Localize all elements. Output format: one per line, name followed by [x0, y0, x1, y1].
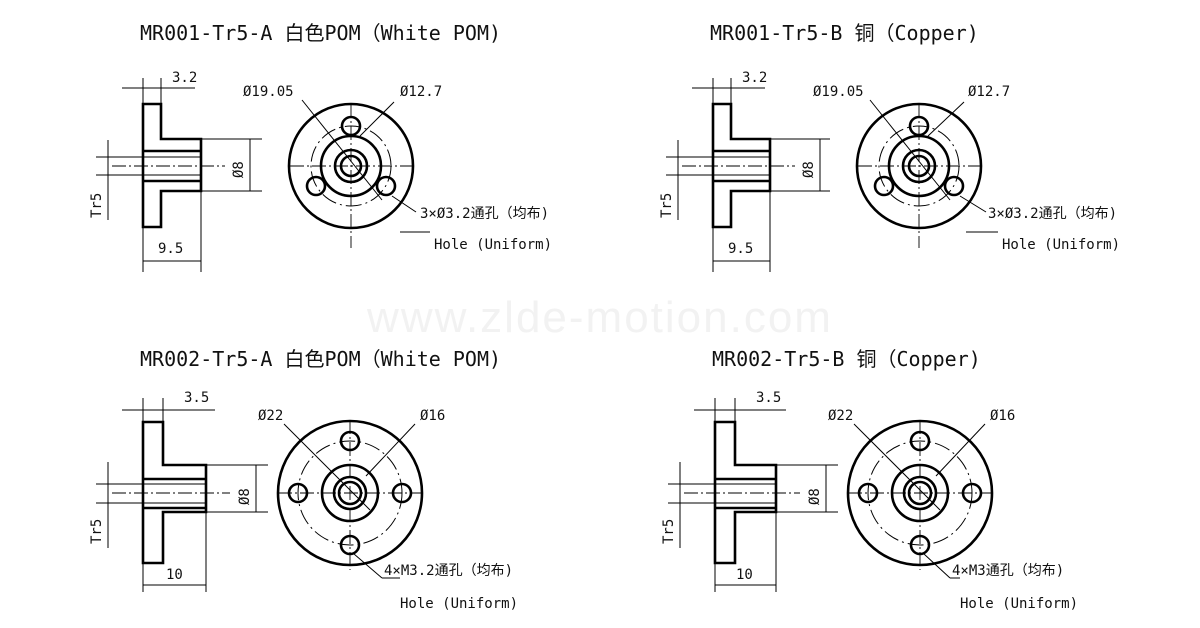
side-view	[666, 78, 830, 272]
dim-flange-thickness: 3.5	[756, 390, 781, 406]
panel-mr001-b: MR001-Tr5-B 铜（Copper) 3.2 9.5 Tr5 Ø8	[659, 21, 1120, 272]
dim-thread: Tr5	[89, 193, 105, 218]
hole-note: 4×M3.2通孔（均布)	[384, 563, 513, 579]
hole-note: 4×M3通孔（均布)	[952, 563, 1064, 579]
side-view	[96, 78, 262, 272]
panel-mr001-a: MR001-Tr5-A 白色POM（White POM) 3.2	[89, 21, 552, 272]
hole-note: 3×Ø3.2通孔（均布)	[988, 206, 1117, 222]
dim-flange-thickness: 3.5	[184, 390, 209, 406]
hole-note-en: Hole (Uniform)	[400, 596, 518, 612]
dim-length: 10	[736, 567, 753, 583]
dim-flange-thickness: 3.2	[172, 70, 197, 86]
panel-mr002-a: MR002-Tr5-A 白色POM（White POM) 3.5 10 Tr5 …	[89, 347, 518, 612]
panel-mr002-b: MR002-Tr5-B 铜（Copper) 3.5 10 Tr5 Ø8	[661, 347, 1078, 612]
hole-note: 3×Ø3.2通孔（均布)	[420, 206, 549, 222]
dim-pcd: Ø12.7	[400, 84, 442, 100]
dim-bore: Ø8	[807, 488, 823, 505]
dim-outer-diameter: Ø19.05	[813, 84, 864, 100]
dim-flange-thickness: 3.2	[742, 70, 767, 86]
front-view	[855, 99, 998, 248]
panel-title: MR001-Tr5-B 铜（Copper)	[710, 21, 979, 45]
dim-outer-diameter: Ø22	[828, 408, 853, 424]
dim-outer-diameter: Ø19.05	[243, 84, 294, 100]
panel-title: MR001-Tr5-A 白色POM（White POM)	[140, 21, 501, 45]
side-view	[668, 398, 838, 592]
dim-outer-diameter: Ø22	[258, 408, 283, 424]
dim-pcd: Ø12.7	[968, 84, 1010, 100]
dim-thread: Tr5	[89, 519, 105, 544]
dim-bore: Ø8	[237, 488, 253, 505]
dim-bore: Ø8	[801, 161, 817, 178]
front-view	[276, 419, 424, 579]
dim-bore: Ø8	[231, 161, 247, 178]
dim-pcd: Ø16	[990, 408, 1015, 424]
hole-note-en: Hole (Uniform)	[1002, 237, 1120, 253]
side-view	[96, 398, 268, 592]
dim-thread: Tr5	[659, 193, 675, 218]
dim-length: 10	[166, 567, 183, 583]
dim-length: 9.5	[728, 241, 753, 257]
panel-title: MR002-Tr5-B 铜（Copper)	[712, 347, 981, 371]
front-view	[287, 99, 430, 248]
dim-thread: Tr5	[661, 519, 677, 544]
hole-note-en: Hole (Uniform)	[960, 596, 1078, 612]
front-view	[846, 419, 994, 579]
dim-pcd: Ø16	[420, 408, 445, 424]
watermark: www.zlde-motion.com	[366, 293, 833, 342]
hole-note-en: Hole (Uniform)	[434, 237, 552, 253]
panel-title: MR002-Tr5-A 白色POM（White POM)	[140, 347, 501, 371]
dim-length: 9.5	[158, 241, 183, 257]
